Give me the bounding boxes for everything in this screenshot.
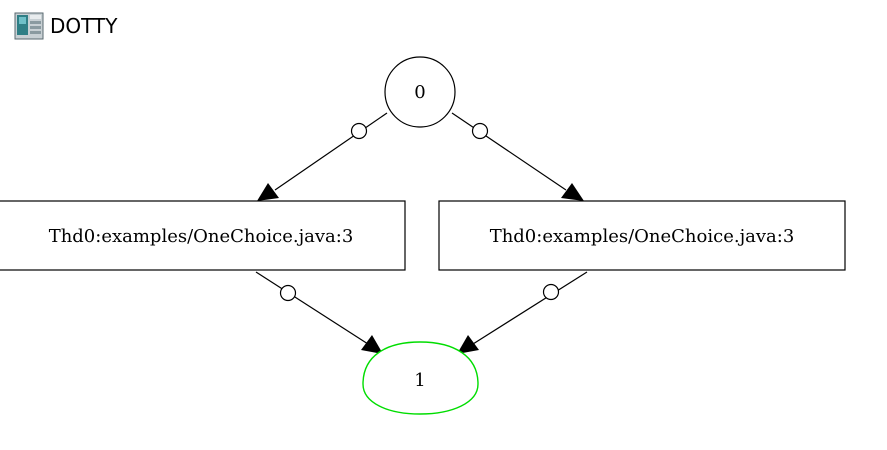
- node-label: 0: [414, 82, 425, 103]
- edge-arrowhead: [361, 335, 383, 354]
- title-bar: DOTTY: [14, 12, 117, 40]
- edge-tail-circle: [542, 283, 560, 301]
- edge-arrowhead: [561, 183, 584, 201]
- edge-tail-circle: [279, 284, 297, 302]
- edge-0-to-left: [257, 112, 388, 201]
- node-label: 1: [414, 370, 425, 391]
- window-title: DOTTY: [50, 14, 118, 38]
- edge-tail-circle: [350, 122, 368, 140]
- edge-arrowhead: [257, 183, 279, 201]
- node-label: Thd0:examples/OneChoice.java:3: [490, 226, 795, 247]
- edge-arrowhead: [457, 335, 479, 354]
- edge-tail-circle: [471, 122, 489, 140]
- edge-left-to-1: [255, 271, 383, 354]
- graph-node-0[interactable]: 0: [384, 56, 456, 128]
- edge-0-to-right: [451, 112, 584, 201]
- graph-node-left-box[interactable]: Thd0:examples/OneChoice.java:3: [0, 200, 406, 271]
- edge-right-to-1: [457, 271, 588, 354]
- dotty-app-icon: [14, 12, 44, 40]
- graph-node-1[interactable]: 1: [362, 341, 479, 415]
- node-label: Thd0:examples/OneChoice.java:3: [49, 226, 354, 247]
- graph-node-right-box[interactable]: Thd0:examples/OneChoice.java:3: [438, 200, 846, 271]
